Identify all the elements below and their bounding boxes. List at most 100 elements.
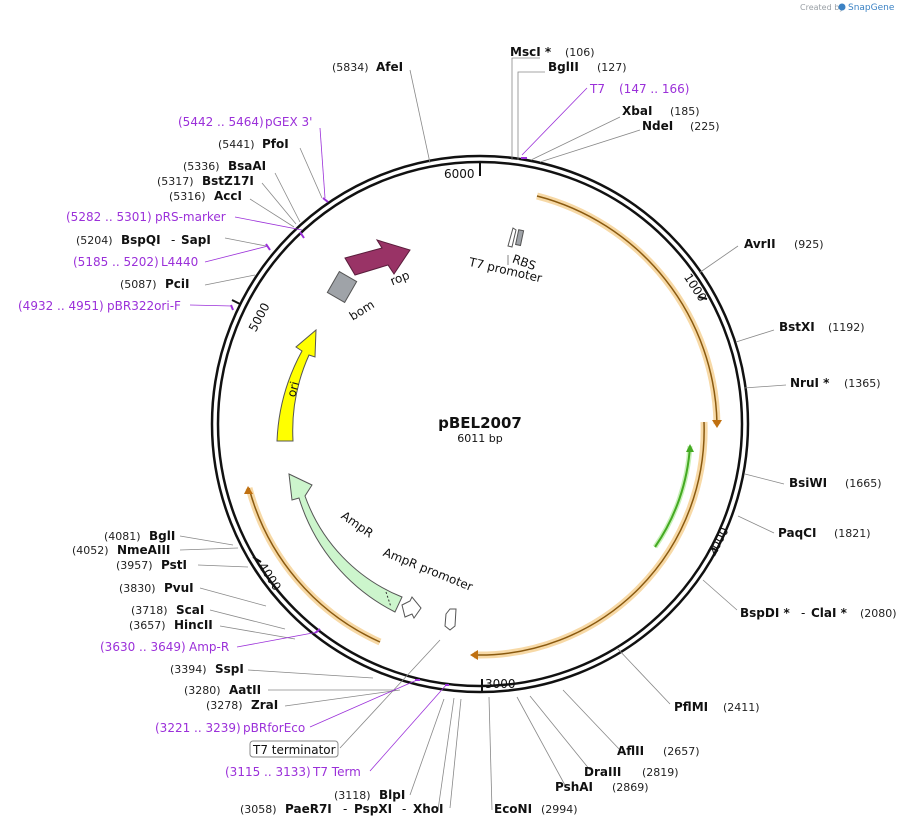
primer-l4440: (5185 .. 5202) L4440: [73, 255, 198, 269]
svg-text:(925): (925): [794, 238, 824, 251]
primer-pbrforeco: (3221 .. 3239) pBRforEco: [155, 721, 305, 735]
svg-text:PvuI: PvuI: [164, 581, 194, 595]
svg-text:(147 .. 166): (147 .. 166): [619, 82, 689, 96]
svg-text:BglII: BglII: [548, 60, 579, 74]
svg-text:BspQI: BspQI: [121, 233, 161, 247]
svg-text:3000: 3000: [485, 677, 516, 691]
svg-text:(5282 .. 5301): (5282 .. 5301): [66, 210, 152, 224]
svg-text:(2411): (2411): [723, 701, 760, 714]
svg-text:(4932 .. 4951): (4932 .. 4951): [18, 299, 104, 313]
svg-text:AccI: AccI: [214, 189, 242, 203]
svg-text:NdeI: NdeI: [642, 119, 673, 133]
svg-text:(3957): (3957): [116, 559, 153, 572]
svg-text:pBR322ori-F: pBR322ori-F: [107, 299, 181, 313]
svg-text:(5336): (5336): [183, 160, 220, 173]
rop-label: rop: [388, 268, 411, 288]
svg-text:5000: 5000: [246, 301, 273, 335]
rop-feature: rop: [344, 239, 412, 288]
svg-text:AflII: AflII: [617, 744, 644, 758]
svg-text:T7: T7: [589, 82, 605, 96]
enzyme-aatii: (3280) AatII: [184, 683, 261, 697]
svg-text:(3657): (3657): [129, 619, 166, 632]
svg-text:T7 Term: T7 Term: [312, 765, 361, 779]
svg-text:BspDI *: BspDI *: [740, 606, 790, 620]
plasmid-length: 6011 bp: [457, 432, 502, 445]
enzyme-pcii: (5087) PciI: [120, 277, 190, 291]
enzyme-bspdi-clai: BspDI * - ClaI * (2080): [740, 606, 897, 620]
svg-text:2000: 2000: [705, 525, 732, 559]
svg-text:BlpI: BlpI: [379, 788, 405, 802]
svg-text:(3394): (3394): [170, 663, 207, 676]
svg-text:(3115 .. 3133): (3115 .. 3133): [225, 765, 311, 779]
primer-t7: T7 (147 .. 166): [589, 82, 689, 96]
svg-text:(3118): (3118): [334, 789, 371, 802]
credit-brand: SnapGene: [848, 3, 895, 13]
svg-text:PaqCI: PaqCI: [778, 526, 816, 540]
svg-text:AvrII: AvrII: [744, 237, 776, 251]
svg-text:(4081): (4081): [104, 530, 141, 543]
svg-text:(3630 .. 3649): (3630 .. 3649): [100, 640, 186, 654]
enzyme-bglii: BglII (127): [548, 60, 627, 74]
enzyme-blpi: (3118) BlpI: [334, 788, 405, 802]
primer-prs-marker: (5282 .. 5301) pRS-marker: [66, 210, 226, 224]
svg-text:(1821): (1821): [834, 527, 871, 540]
enzyme-ndei: NdeI (225): [642, 119, 720, 133]
svg-text:pRS-marker: pRS-marker: [155, 210, 226, 224]
enzyme-bsiwi: BsiWI (1665): [789, 476, 882, 490]
enzyme-aflii: AflII (2657): [617, 744, 700, 758]
svg-text:-: -: [402, 802, 406, 816]
enzyme-bsaai: (5336) BsaAI: [183, 159, 266, 173]
tick-2000: 2000: [705, 525, 732, 559]
enzyme-pshai: PshAI (2869): [555, 780, 649, 794]
ampr-promoter-label: AmpR promoter: [381, 545, 475, 594]
svg-text:DraIII: DraIII: [584, 765, 621, 779]
svg-text:BsiWI: BsiWI: [789, 476, 827, 490]
enzyme-xbai: XbaI (185): [622, 104, 700, 118]
svg-text:(3718): (3718): [131, 604, 168, 617]
svg-text:(2819): (2819): [642, 766, 679, 779]
svg-text:AatII: AatII: [229, 683, 261, 697]
enzyme-msci: MscI * (106): [510, 45, 595, 59]
t7-terminator-label: T7 terminator: [252, 743, 336, 757]
enzyme-sspi: (3394) SspI: [170, 662, 244, 676]
svg-text:(3830): (3830): [119, 582, 156, 595]
svg-text:(185): (185): [670, 105, 700, 118]
svg-text:Amp-R: Amp-R: [189, 640, 229, 654]
enzyme-econi: EcoNI (2994): [494, 802, 578, 816]
svg-text:(5441): (5441): [218, 138, 255, 151]
svg-text:(2080): (2080): [860, 607, 897, 620]
svg-text:(5442 .. 5464): (5442 .. 5464): [178, 115, 264, 129]
credit-created-by: Created by: [800, 3, 844, 12]
svg-text:6000: 6000: [444, 167, 475, 181]
svg-text:PstI: PstI: [161, 558, 187, 572]
enzyme-paer7i-pspxi-xhoi: (3058) PaeR7I - PspXI - XhoI: [240, 802, 444, 816]
ori-feature: ori: [276, 328, 317, 442]
enzyme-bstz17i: (5317) BstZ17I: [157, 174, 254, 188]
enzyme-bgli: (4081) BglI: [104, 529, 175, 543]
enzyme-acci: (5316) AccI: [169, 189, 242, 203]
svg-text:(5087): (5087): [120, 278, 157, 291]
enzyme-nmeaiii: (4052) NmeAIII: [72, 543, 170, 557]
svg-text:(3058): (3058): [240, 803, 277, 816]
svg-text:(225): (225): [690, 120, 720, 133]
svg-text:(5185 .. 5202): (5185 .. 5202): [73, 255, 159, 269]
enzyme-avrii: AvrII (925): [744, 237, 824, 251]
enzyme-pvui: (3830) PvuI: [119, 581, 194, 595]
svg-text:(5317): (5317): [157, 175, 194, 188]
svg-text:pBRforEco: pBRforEco: [243, 721, 305, 735]
enzyme-paqci: PaqCI (1821): [778, 526, 871, 540]
svg-text:HincII: HincII: [174, 618, 213, 632]
svg-text:(5204): (5204): [76, 234, 113, 247]
svg-text:NmeAIII: NmeAIII: [117, 543, 170, 557]
svg-text:(1665): (1665): [845, 477, 882, 490]
svg-text:AfeI: AfeI: [376, 60, 403, 74]
enzyme-nrui: NruI * (1365): [790, 376, 881, 390]
primer-labels: T7 (147 .. 166) (5442 .. 5464) pGEX 3' (…: [18, 82, 689, 779]
svg-text:XhoI: XhoI: [413, 802, 444, 816]
svg-text:BstXI: BstXI: [779, 320, 815, 334]
ori-label: ori: [284, 380, 302, 399]
svg-text:pGEX 3': pGEX 3': [265, 115, 312, 129]
t7-promoter-feature: RBS T7 promoter: [467, 227, 543, 285]
svg-text:-: -: [343, 802, 347, 816]
